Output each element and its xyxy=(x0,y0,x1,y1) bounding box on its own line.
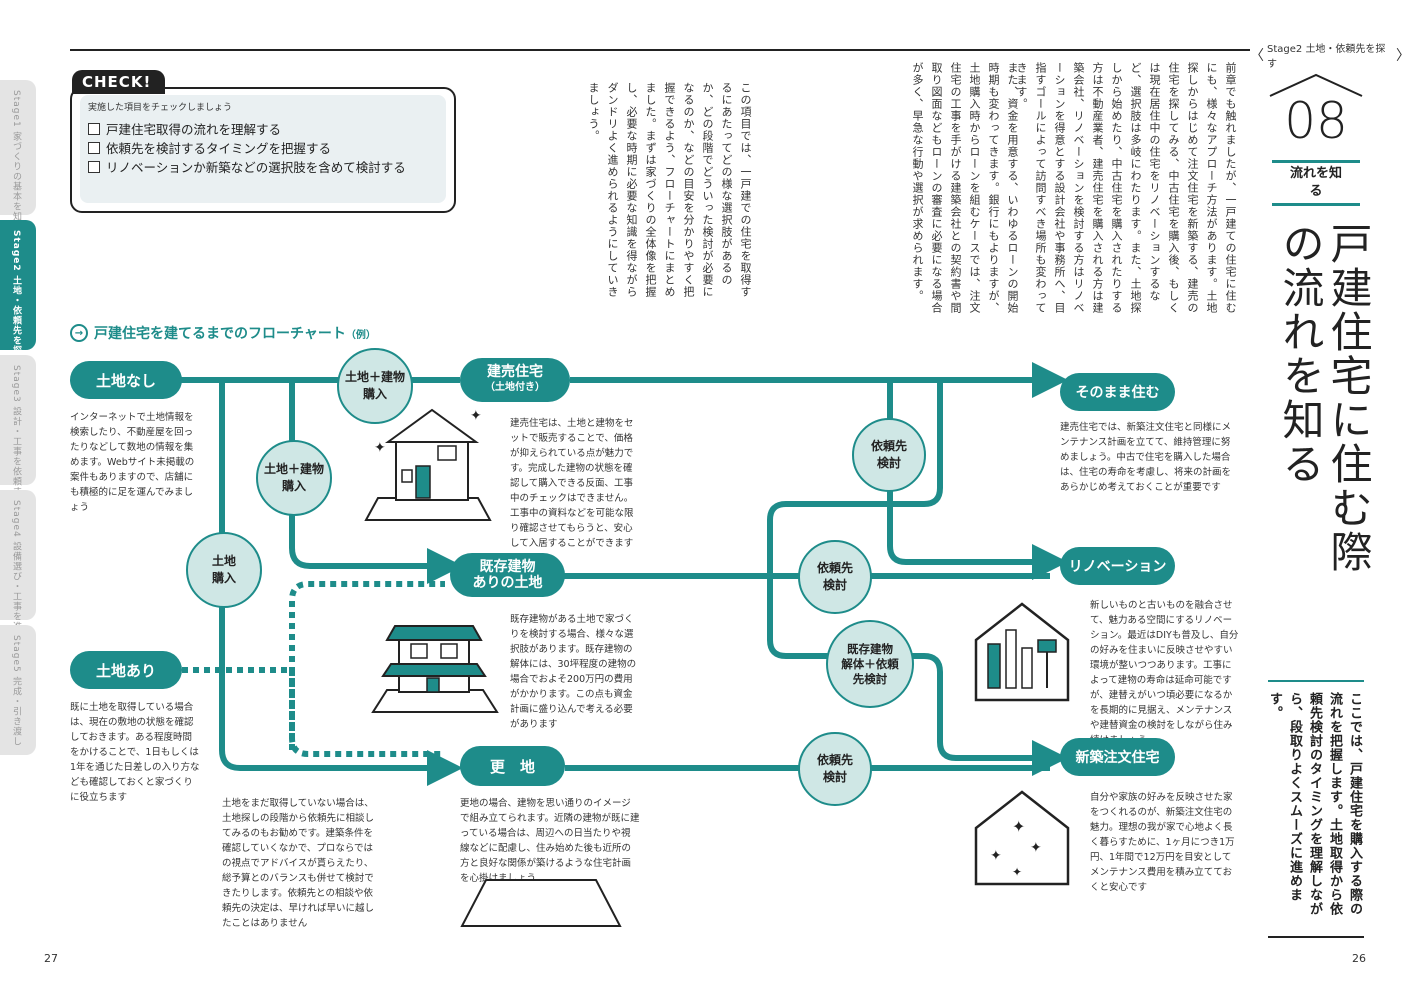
node-new-custom-home[interactable]: 新築注文住宅 xyxy=(1060,738,1175,776)
node-no-land[interactable]: 土地なし xyxy=(70,361,182,399)
svg-text:✦: ✦ xyxy=(374,440,386,456)
chevron-right-icon: 〉 xyxy=(1396,48,1410,64)
side-tab-label: Stage4 設備選び・工事を進める xyxy=(11,500,21,652)
new-house-sparkle-icon: ✦ ✦ ✦ ✦ xyxy=(974,790,1070,886)
svg-text:✦: ✦ xyxy=(1012,865,1022,879)
check-box xyxy=(70,87,456,213)
node-vacant-land[interactable]: 更 地 xyxy=(460,746,565,786)
check-intro: 実施した項目をチェックしましょう xyxy=(88,103,233,113)
body-text-col1: 前章でも触れましたが、一戸建ての住宅に住むにも、様々なアプローチ方法があります。… xyxy=(1015,62,1237,314)
chevron-left-icon: 〈 xyxy=(1250,48,1264,64)
node-no-land-desc: インターネットで土地情報を検索したり、不動産屋を回ったりなどして数地の情報を集め… xyxy=(70,412,195,513)
side-tab-stage1[interactable]: Stage1 家づくりの基本を知る xyxy=(0,80,36,232)
circle-contractor-review-3: 依頼先 検討 xyxy=(798,732,872,806)
side-tab-stage2[interactable]: Stage2 土地・依頼先を探す xyxy=(0,220,36,366)
checkbox-icon[interactable] xyxy=(88,160,100,173)
breadcrumb[interactable]: 〈 Stage2 土地・依頼先を探す 〉 xyxy=(1250,40,1410,70)
side-tab-label: Stage2 土地・依頼先を探す xyxy=(11,230,21,366)
side-tab-stage4[interactable]: Stage4 設備選び・工事を進める xyxy=(0,490,36,652)
page-number-left: 27 xyxy=(44,952,58,965)
svg-text:✦: ✦ xyxy=(470,408,482,424)
lead-bottom-rule xyxy=(1268,936,1364,938)
chapter-title: 戸建住宅に住む際の流れを知る xyxy=(1276,222,1373,574)
node-live-as-is-desc: 建売住宅では、新築注文住宅と同様にメンテナンス計画を立てて、維持管理に努めましょ… xyxy=(1060,422,1232,493)
circle-land-purchase: 土地 購入 xyxy=(186,532,262,608)
arrow-circle-icon: → xyxy=(70,324,88,342)
lead-top-rule xyxy=(1268,680,1364,682)
node-renovation-desc: 新しいものと古いものを融合させて、魅力ある空間にするリノベーション。最近はDIY… xyxy=(1090,600,1239,746)
node-has-land-desc: 既に土地を取得している場合は、現在の敷地の状態を確認しておきます。ある程度時間を… xyxy=(70,702,200,803)
node-live-as-is[interactable]: そのまま住む xyxy=(1060,373,1175,411)
circle-demolition-review: 既存建物 解体＋依頼 先検討 xyxy=(826,620,914,708)
side-tab-label: Stage3 設計・工事を依頼する xyxy=(11,365,21,507)
node-new-custom-home-desc: 自分や家族の好みを反映させた家をつくれるのが、新築注文住宅の魅力。理想の我が家で… xyxy=(1090,792,1235,893)
side-tab-stage3[interactable]: Stage3 設計・工事を依頼する xyxy=(0,355,36,507)
body-text-col3: この項目では、一戸建での住宅を取得するにあたってどの様な選択肢があるのか、どの段… xyxy=(587,82,752,298)
node-vacant-land-desc: 更地の場合、建物を思い通りのイメージで組み立てられます。近隣の建物が既に建ってい… xyxy=(460,798,640,884)
chapter-label: 流れを知る xyxy=(1272,160,1360,206)
check-item[interactable]: リノベーションか新築などの選択肢を含めて検討する xyxy=(88,157,406,176)
checkbox-icon[interactable] xyxy=(88,122,100,135)
check-tag: CHECK! xyxy=(72,70,166,94)
circle-land-building-purchase-2: 土地＋建物 購入 xyxy=(256,440,332,516)
header-rule xyxy=(70,49,1250,51)
check-item[interactable]: 依頼先を検討するタイミングを把握する xyxy=(88,138,331,157)
node-has-land[interactable]: 土地あり xyxy=(70,651,182,689)
circle-contractor-review-2: 依頼先 検討 xyxy=(798,540,872,614)
circle-land-building-purchase-1: 土地＋建物 購入 xyxy=(337,348,413,424)
page-number-right: 26 xyxy=(1352,952,1366,965)
svg-text:✦: ✦ xyxy=(1012,817,1025,836)
circle-contractor-review-1: 依頼先 検討 xyxy=(852,418,926,492)
chapter-lead: ここでは、戸建住宅を購入する際の流れを把握します。土地取得から依頼先検討のタイミ… xyxy=(1267,692,1362,916)
existing-building-icon xyxy=(371,625,499,713)
vacant-land-icon xyxy=(460,879,622,927)
checkbox-icon[interactable] xyxy=(88,141,100,154)
bottom-note: 土地をまだ取得していない場合は、土地探しの段階から依頼先に相談してみるのもお勧め… xyxy=(222,798,375,929)
side-tab-stage5[interactable]: Stage5 完成・引き渡し xyxy=(0,625,36,755)
check-item[interactable]: 戸建住宅取得の流れを理解する xyxy=(88,119,281,138)
svg-text:✦: ✦ xyxy=(1030,840,1042,856)
node-renovation[interactable]: リノベーション xyxy=(1060,547,1175,585)
side-tab-label: Stage5 完成・引き渡し xyxy=(11,635,21,747)
flowchart-title: → 戸建住宅を建てるまでのフローチャート （例） xyxy=(70,323,376,343)
chapter-number: 08 xyxy=(1284,92,1348,150)
node-existing-building[interactable]: 既存建物 ありの土地 xyxy=(450,553,565,597)
svg-text:✦: ✦ xyxy=(990,848,1002,864)
node-existing-building-desc: 既存建物がある土地で家づくりを検討する場合、様々な選択肢があります。既存建物の解… xyxy=(510,614,637,730)
node-ready-built[interactable]: 建売住宅 （土地付き） xyxy=(460,358,570,402)
side-tab-label: Stage1 家づくりの基本を知る xyxy=(11,90,21,232)
breadcrumb-label: Stage2 土地・依頼先を探す xyxy=(1267,44,1386,70)
body-text-col2: また、資金を用意する、いわゆるローンの開始時期も変わってきます。銀行にもよります… xyxy=(911,62,1019,314)
node-ready-built-desc: 建売住宅は、土地と建物をセットで販売することで、価格が抑えられている点が魅力です… xyxy=(510,418,634,549)
ready-built-house-icon: ✦ ✦ xyxy=(364,408,492,521)
renovation-tools-icon xyxy=(974,602,1070,702)
roof-icon xyxy=(1269,73,1363,97)
